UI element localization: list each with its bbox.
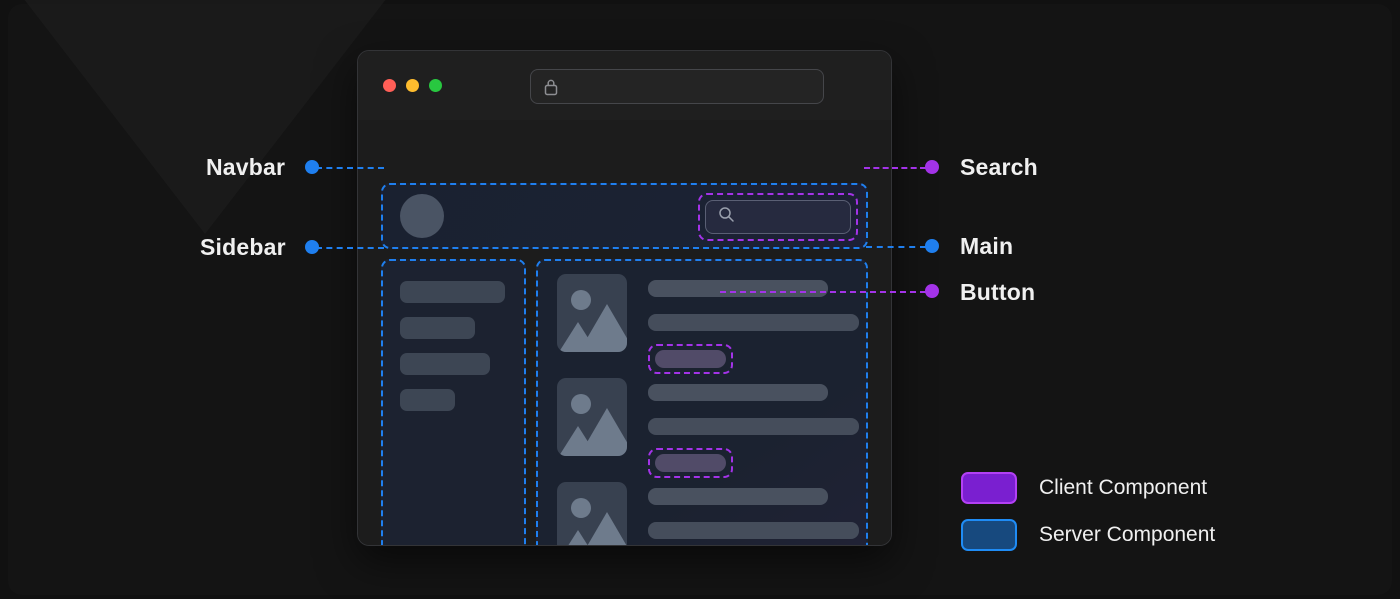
- minimize-button[interactable]: [406, 79, 419, 92]
- list-item: [557, 378, 866, 481]
- annotation-dot-main: [925, 239, 939, 253]
- card-body: [648, 274, 859, 377]
- lock-icon: [543, 78, 559, 96]
- card-title-placeholder: [648, 280, 828, 297]
- browser-window: [357, 50, 892, 546]
- annotation-connector-main: [866, 246, 926, 248]
- annotation-label-navbar: Navbar: [206, 154, 286, 180]
- legend-swatch-client: [961, 472, 1017, 504]
- close-button[interactable]: [383, 79, 396, 92]
- image-placeholder-icon: [557, 378, 627, 456]
- list-item: [557, 482, 866, 545]
- image-placeholder-icon: [557, 482, 627, 545]
- card-button[interactable]: [655, 454, 726, 472]
- sidebar-item-4[interactable]: [400, 389, 455, 411]
- search-icon: [718, 206, 735, 228]
- sidebar-item-1[interactable]: [400, 281, 505, 303]
- list-item: [557, 274, 866, 377]
- legend-item-server: Server Component: [961, 519, 1215, 551]
- annotation-label-search: Search: [960, 154, 1038, 180]
- card-title-placeholder: [648, 488, 828, 505]
- annotation-connector-search: [864, 167, 926, 169]
- button-region: [648, 448, 733, 478]
- search-input[interactable]: [705, 200, 851, 234]
- avatar[interactable]: [400, 194, 444, 238]
- annotation-dot-navbar: [305, 160, 319, 174]
- legend-swatch-server: [961, 519, 1017, 551]
- main-region: [536, 259, 868, 545]
- card-text-placeholder: [648, 418, 859, 435]
- card-text-placeholder: [648, 522, 859, 539]
- card-button[interactable]: [655, 350, 726, 368]
- traffic-lights: [383, 79, 442, 92]
- sidebar-region: [381, 259, 526, 545]
- background-triangle-watermark: [20, 0, 390, 234]
- browser-viewport: [358, 120, 891, 545]
- maximize-button[interactable]: [429, 79, 442, 92]
- annotation-dot-search: [925, 160, 939, 174]
- sidebar-item-2[interactable]: [400, 317, 475, 339]
- legend-label-client: Client Component: [1039, 476, 1208, 499]
- card-body: [648, 482, 859, 545]
- url-bar[interactable]: [530, 69, 824, 104]
- image-placeholder-icon: [557, 274, 627, 352]
- card-text-placeholder: [648, 314, 859, 331]
- card-title-placeholder: [648, 384, 828, 401]
- button-region: [648, 344, 733, 374]
- legend-label-server: Server Component: [1039, 523, 1216, 546]
- annotation-label-button: Button: [960, 279, 1036, 305]
- browser-titlebar: [358, 51, 891, 121]
- annotation-connector-sidebar: [316, 247, 384, 249]
- legend-item-client: Client Component: [961, 472, 1215, 504]
- card-body: [648, 378, 859, 481]
- sidebar-item-3[interactable]: [400, 353, 490, 375]
- search-region: [698, 193, 858, 241]
- navbar-region: [381, 183, 868, 249]
- legend: Client Component Server Component: [961, 472, 1215, 566]
- annotation-connector-navbar: [316, 167, 384, 169]
- annotation-dot-sidebar: [305, 240, 319, 254]
- annotation-label-main: Main: [960, 233, 1014, 259]
- annotation-label-sidebar: Sidebar: [200, 234, 286, 260]
- annotation-connector-button: [720, 291, 926, 293]
- annotation-dot-button: [925, 284, 939, 298]
